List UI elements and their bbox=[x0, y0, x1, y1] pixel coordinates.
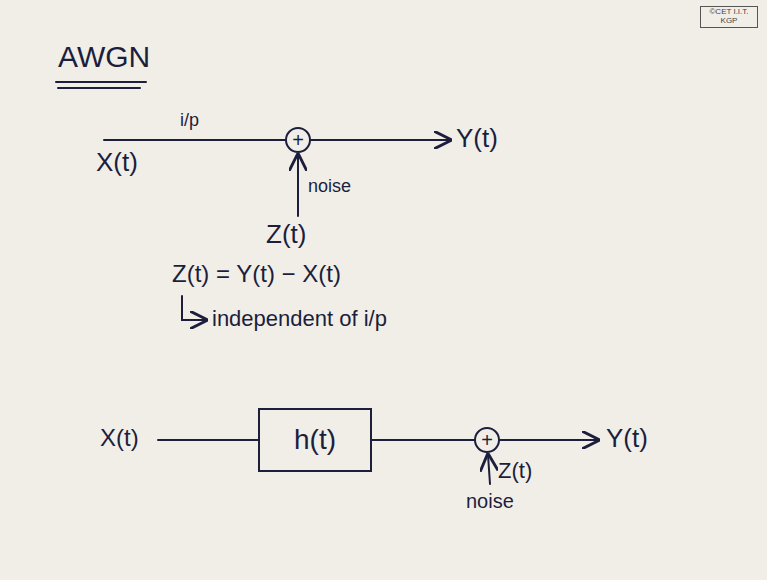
signal-name: Z(t) bbox=[266, 220, 306, 250]
signal-name: Y(t) bbox=[456, 124, 498, 154]
signal-name: X(t) bbox=[100, 424, 139, 452]
signal-name: Y(t) bbox=[606, 424, 648, 454]
port-label: i/p bbox=[180, 110, 199, 131]
title: AWGN bbox=[58, 40, 150, 75]
adder-sign: + bbox=[481, 430, 493, 450]
equation: Z(t) = Y(t) − X(t) bbox=[172, 260, 341, 288]
signal-wire bbox=[372, 439, 474, 441]
signal-name: X(t) bbox=[96, 148, 138, 178]
port-label: noise bbox=[466, 490, 514, 513]
filter-label: h(t) bbox=[294, 426, 336, 454]
filter-box: h(t) bbox=[258, 408, 372, 472]
note: independent of i/p bbox=[212, 306, 387, 331]
signal-name: Z(t) bbox=[498, 458, 532, 483]
adder-circle: + bbox=[474, 427, 500, 453]
adder-sign: + bbox=[292, 130, 304, 150]
port-label: noise bbox=[308, 176, 351, 197]
watermark: ©CET I.I.T. KGP bbox=[700, 6, 758, 28]
adder-circle: + bbox=[285, 127, 311, 153]
